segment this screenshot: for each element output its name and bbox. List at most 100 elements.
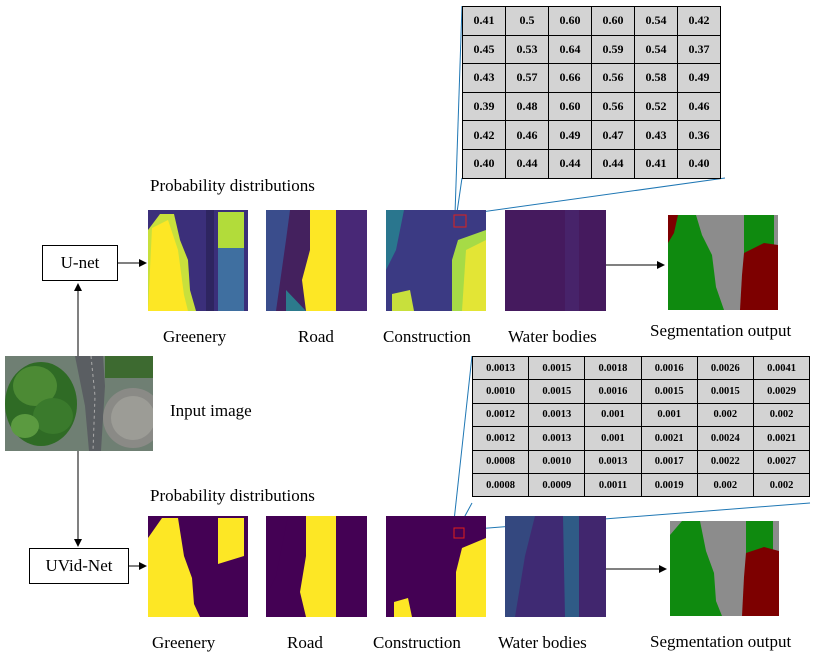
- table-cell: 0.60: [548, 91, 592, 122]
- unet-label: U-net: [60, 253, 100, 272]
- table-cell: 0.0021: [752, 426, 811, 451]
- table-cell: 0.60: [548, 6, 592, 36]
- table-cell: 0.0013: [528, 402, 586, 428]
- table-cell: 0.0018: [584, 355, 642, 381]
- table-cell: 0.002: [696, 472, 754, 498]
- table-cell: 0.40: [677, 148, 721, 179]
- table-cell: 0.0024: [696, 426, 754, 451]
- seg-output-label-bottom: Segmentation output: [650, 632, 792, 651]
- uvidnet-label: UVid-Net: [45, 556, 113, 575]
- table-cell: 0.42: [462, 120, 506, 150]
- table-cell: 0.46: [505, 120, 549, 150]
- table-cell: 0.0012: [471, 402, 530, 428]
- zoom-region-box: [453, 214, 467, 228]
- zoom-region-box: [453, 527, 465, 539]
- class-label-greenery: Greenery: [152, 633, 216, 652]
- unet-greenery-map: [148, 210, 248, 311]
- table-cell: 0.0016: [584, 379, 642, 404]
- table-cell: 0.43: [462, 63, 506, 93]
- class-label-water-bodies: Water bodies: [498, 633, 587, 652]
- table-cell: 0.0041: [752, 355, 811, 381]
- table-cell: 0.56: [591, 63, 635, 93]
- unet-road-map: [266, 210, 367, 311]
- table-cell: 0.0021: [640, 426, 698, 451]
- seg-output-label-top: Segmentation output: [650, 321, 792, 340]
- table-cell: 0.0015: [696, 379, 754, 404]
- table-cell: 0.0008: [471, 472, 530, 498]
- table-cell: 0.37: [677, 34, 721, 65]
- table-cell: 0.41: [634, 148, 678, 179]
- table-cell: 0.49: [548, 120, 592, 150]
- class-label-road: Road: [298, 327, 334, 346]
- table-cell: 0.0015: [528, 355, 586, 381]
- table-cell: 0.58: [634, 63, 678, 93]
- table-cell: 0.0019: [640, 472, 698, 498]
- table-cell: 0.47: [591, 120, 635, 150]
- table-cell: 0.48: [505, 91, 549, 122]
- table-cell: 0.49: [677, 63, 721, 93]
- table-cell: 0.0026: [696, 355, 754, 381]
- class-label-construction: Construction: [373, 633, 461, 652]
- table-cell: 0.40: [462, 148, 506, 179]
- table-cell: 0.60: [591, 6, 635, 36]
- table-cell: 0.52: [634, 91, 678, 122]
- table-cell: 0.41: [462, 6, 506, 36]
- table-cell: 0.001: [584, 402, 642, 428]
- table-cell: 0.002: [752, 402, 811, 428]
- zoom-line: [454, 5, 463, 215]
- class-label-water-bodies: Water bodies: [508, 327, 597, 346]
- table-cell: 0.0013: [471, 355, 530, 381]
- uvid-segmentation-output: [670, 521, 779, 616]
- prob-title-bottom: Probability distributions: [150, 486, 315, 505]
- table-cell: 0.001: [640, 402, 698, 428]
- table-cell: 0.002: [752, 472, 811, 498]
- table-cell: 0.0015: [528, 379, 586, 404]
- table-cell: 0.56: [591, 91, 635, 122]
- table-cell: 0.46: [677, 91, 721, 122]
- unet-water-map: [505, 210, 606, 311]
- table-cell: 0.002: [696, 402, 754, 428]
- table-cell: 0.0011: [584, 472, 642, 498]
- table-cell: 0.39: [462, 91, 506, 122]
- unet-box: U-net: [42, 245, 118, 281]
- zoom-line: [466, 177, 726, 215]
- input-image: [5, 356, 153, 451]
- table-cell: 0.0010: [528, 449, 586, 474]
- uvid-water-map: [505, 516, 606, 617]
- table-cell: 0.001: [584, 426, 642, 451]
- table-cell: 0.53: [505, 34, 549, 65]
- table-cell: 0.0015: [640, 379, 698, 404]
- table-cell: 0.0008: [471, 449, 530, 474]
- table-cell: 0.0029: [752, 379, 811, 404]
- uvid-road-map: [266, 516, 367, 617]
- table-cell: 0.0016: [640, 355, 698, 381]
- uvid-construction-map: [386, 516, 486, 617]
- table-cell: 0.5: [505, 6, 549, 36]
- table-cell: 0.64: [548, 34, 592, 65]
- uvid-greenery-map: [148, 516, 248, 617]
- table-cell: 0.0013: [584, 449, 642, 474]
- table-cell: 0.0013: [528, 426, 586, 451]
- table-cell: 0.59: [591, 34, 635, 65]
- class-label-construction: Construction: [383, 327, 471, 346]
- table-cell: 0.36: [677, 120, 721, 150]
- table-cell: 0.43: [634, 120, 678, 150]
- table-cell: 0.0010: [471, 379, 530, 404]
- table-cell: 0.66: [548, 63, 592, 93]
- table-cell: 0.54: [634, 6, 678, 36]
- table-cell: 0.0027: [752, 449, 811, 474]
- table-cell: 0.57: [505, 63, 549, 93]
- table-cell: 0.0022: [696, 449, 754, 474]
- unet-segmentation-output: [668, 215, 778, 310]
